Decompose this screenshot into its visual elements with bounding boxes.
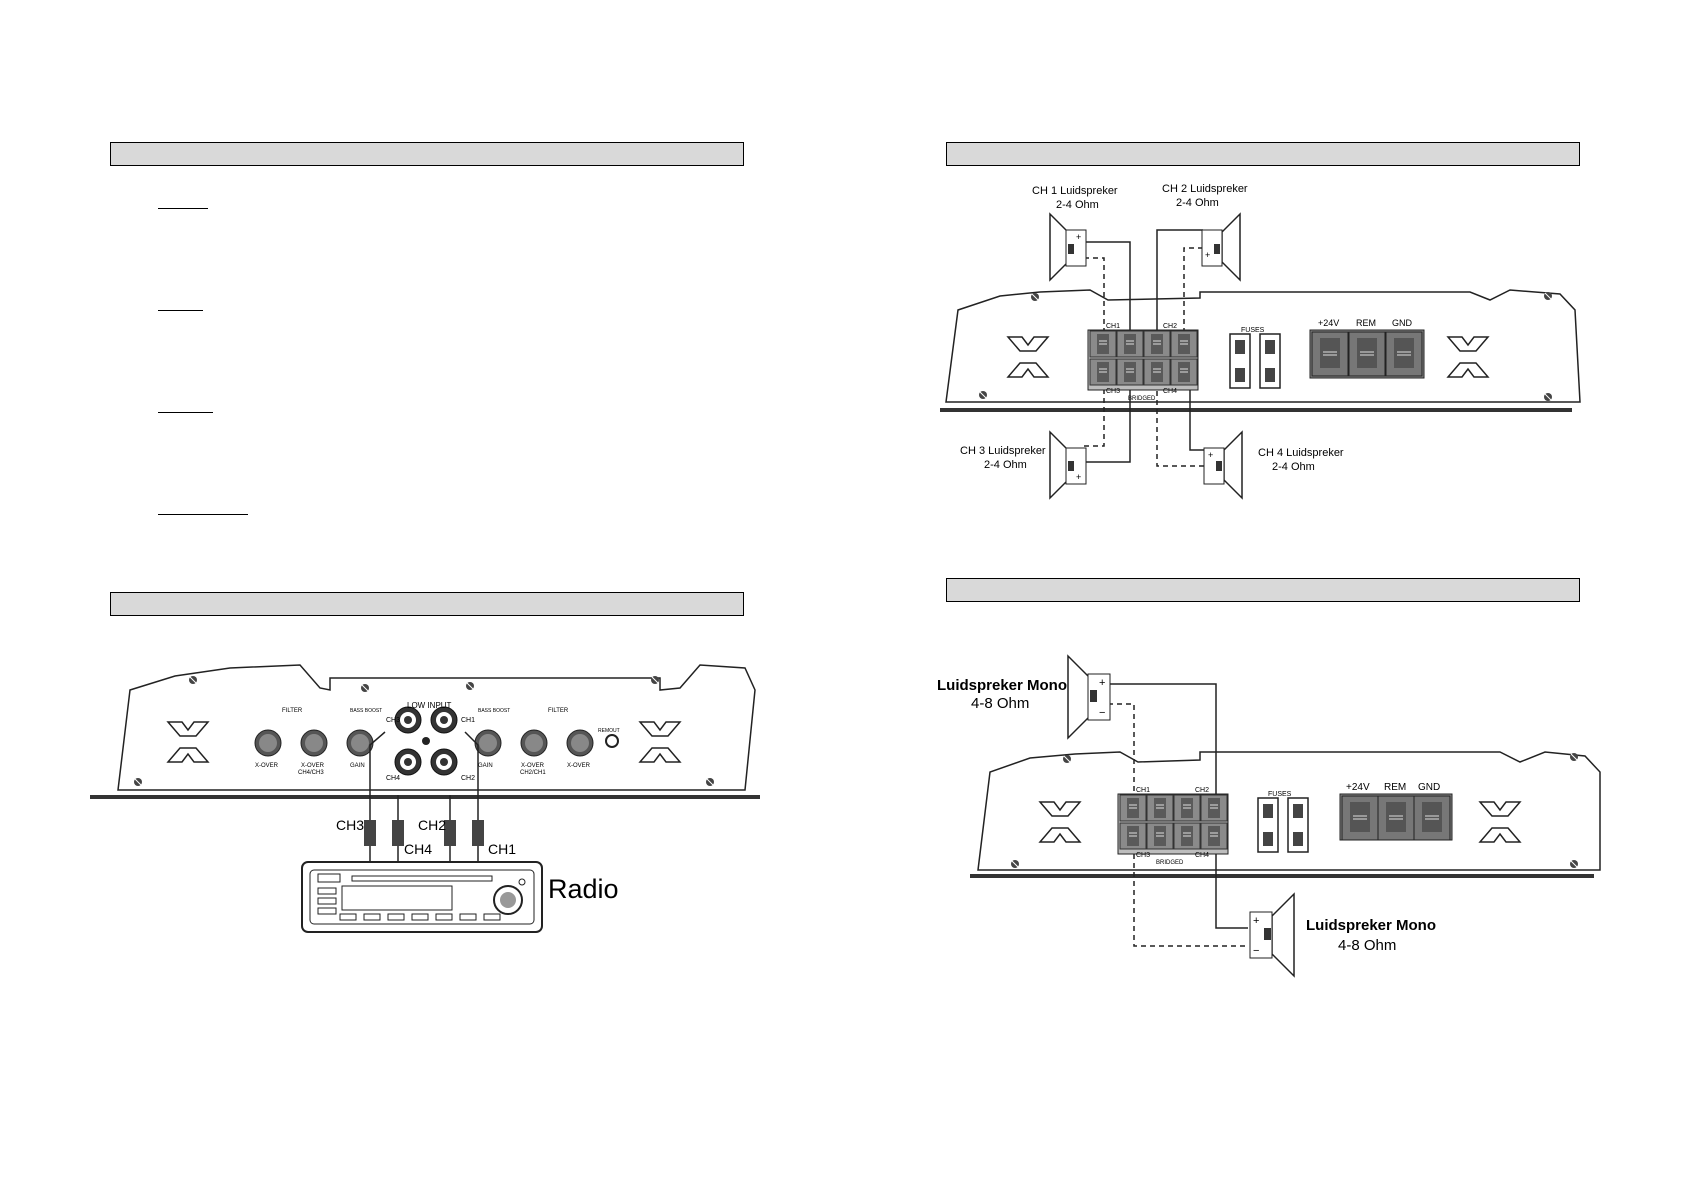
heading-underline-4 — [158, 514, 248, 515]
ch2-terminal-label-mono: CH2 — [1195, 787, 1209, 794]
cable-ch2-label: CH2 — [418, 817, 446, 833]
speaker-wires-4ch — [1084, 229, 1204, 467]
svg-text:+: + — [1253, 915, 1259, 927]
xover-label-4: X-OVER — [567, 763, 591, 769]
ch2-ohm-label: 2-4 Ohm — [1176, 197, 1219, 209]
svg-text:−: − — [1253, 945, 1259, 957]
speaker-wires-mono — [1108, 683, 1248, 947]
mono-speaker-top-label: Luidspreker Mono — [937, 677, 1067, 694]
section-header-bar-left-top — [110, 142, 744, 166]
radio-head-unit — [301, 861, 543, 933]
section-header-bar-right-top — [946, 142, 1580, 166]
svg-text:−: − — [1099, 707, 1105, 719]
gnd-label-4ch: GND — [1392, 318, 1413, 328]
ch1-terminal-label-4ch: CH1 — [1106, 323, 1120, 330]
ch4-input-label: CH4 — [386, 775, 400, 782]
amplifier-speaker-panel-mono: CH1 CH2 CH3 CH4 BRIDGED FUSES +24V REM G… — [970, 751, 1601, 878]
section-header-bar-left-bottom — [110, 592, 744, 616]
cable-ch1-label: CH1 — [488, 841, 516, 857]
xover-label-1: X-OVER — [255, 763, 279, 769]
filter-label-left: FILTER — [282, 708, 303, 714]
ch3-terminal-label-mono: CH3 — [1136, 852, 1150, 859]
amplifier-input-panel: LOW INPUT CH3 CH1 CH4 CH2 FILTER BASS BO… — [90, 664, 760, 799]
bass-boost-label-left: BASS BOOST — [350, 708, 382, 714]
heading-underline-1 — [158, 208, 208, 209]
radio-label: Radio — [548, 874, 619, 904]
amplifier-speaker-panel-4ch: CH1 CH2 CH3 CH4 BRIDGED FUSES +24V REM G… — [940, 289, 1581, 412]
rca-plugs — [364, 820, 484, 846]
svg-text:+: + — [1099, 677, 1105, 689]
gain-label-2: GAIN — [478, 763, 493, 769]
ch1-terminal-label-mono: CH1 — [1136, 787, 1150, 794]
mono-speaker-bottom-ohm: 4-8 Ohm — [1338, 937, 1396, 954]
ch1-ohm-label: 2-4 Ohm — [1056, 199, 1099, 211]
gnd-label-mono: GND — [1418, 782, 1440, 793]
ch2-ch1-label: CH2/CH1 — [520, 770, 546, 776]
cable-ch3-label: CH3 — [336, 817, 364, 833]
section-header-bar-right-bottom — [946, 578, 1580, 602]
plus24v-label-4ch: +24V — [1318, 318, 1339, 328]
svg-text:+: + — [1076, 232, 1081, 242]
ch4-speaker-label: CH 4 Luidspreker — [1258, 447, 1344, 459]
ch2-terminal-label-4ch: CH2 — [1163, 323, 1177, 330]
speaker-ch3: + — [1049, 430, 1087, 500]
xover-label-3: X-OVER — [521, 763, 545, 769]
bridged-label-mono: BRIDGED — [1156, 860, 1184, 866]
ch3-ohm-label: 2-4 Ohm — [984, 459, 1027, 471]
speaker-ch1: + — [1049, 212, 1087, 282]
mono-speaker-bottom-label: Luidspreker Mono — [1306, 917, 1436, 934]
bass-boost-label-right: BASS BOOST — [478, 708, 510, 714]
svg-text:+: + — [1208, 450, 1213, 460]
rem-label-mono: REM — [1384, 782, 1406, 793]
xover-label-2: X-OVER — [301, 763, 325, 769]
ch1-speaker-label: CH 1 Luidspreker — [1032, 185, 1118, 197]
fuses-label-mono: FUSES — [1268, 791, 1292, 798]
svg-text:+: + — [1205, 250, 1210, 260]
ch4-ch3-label: CH4/CH3 — [298, 770, 324, 776]
speaker-mono-top: + − — [1067, 654, 1111, 740]
speaker-ch2: + — [1201, 212, 1241, 282]
rem-label-4ch: REM — [1356, 318, 1376, 328]
ch4-ohm-label: 2-4 Ohm — [1272, 461, 1315, 473]
ch1-input-label: CH1 — [461, 717, 475, 724]
speaker-mono-bottom: + − — [1249, 892, 1295, 978]
mono-speaker-top-ohm: 4-8 Ohm — [971, 695, 1029, 712]
ch4-terminal-label-mono: CH4 — [1195, 852, 1209, 859]
filter-label-right: FILTER — [548, 708, 569, 714]
ch2-input-label: CH2 — [461, 775, 475, 782]
remout-label: REMOUT — [598, 728, 620, 734]
gain-label-1: GAIN — [350, 763, 365, 769]
low-input-label: LOW INPUT — [407, 701, 452, 710]
plus24v-label-mono: +24V — [1346, 782, 1370, 793]
ch2-speaker-label: CH 2 Luidspreker — [1162, 183, 1248, 195]
heading-underline-3 — [158, 412, 213, 413]
bridged-label-4ch: BRIDGED — [1128, 396, 1156, 402]
fuses-label-4ch: FUSES — [1241, 327, 1265, 334]
svg-text:+: + — [1076, 472, 1081, 482]
cable-ch4-label: CH4 — [404, 841, 432, 857]
heading-underline-2 — [158, 310, 203, 311]
ch3-terminal-label-4ch: CH3 — [1106, 388, 1120, 395]
ch3-speaker-label: CH 3 Luidspreker — [960, 445, 1046, 457]
speaker-ch4: + — [1203, 430, 1243, 500]
ch3-input-label: CH3 — [386, 717, 400, 724]
ch4-terminal-label-4ch: CH4 — [1163, 388, 1177, 395]
